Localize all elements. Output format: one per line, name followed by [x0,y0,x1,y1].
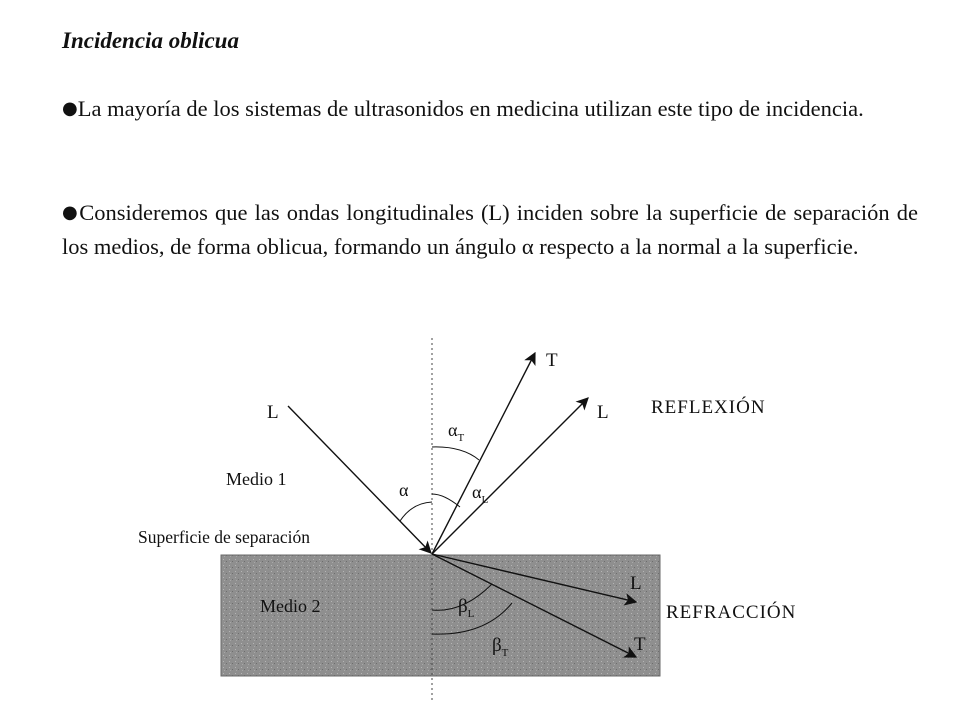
interface-label: Superficie de separación [138,527,310,547]
beta-l-arc [431,583,493,611]
alpha-l-label: αL [472,482,488,506]
reflected-longitudinal-label: L [597,402,609,423]
incident-wave-label: L [267,402,279,423]
reflected-transverse-label: T [546,350,558,371]
beta-t-label: βT [492,635,509,659]
medium-2-region [220,554,661,677]
paragraph-2: ●Consideremos que las ondas longitudinal… [62,196,918,264]
beta-t-arc [431,602,513,635]
alpha-arc [399,501,433,522]
refraction-label: REFRACCIÓN [666,601,796,623]
alpha-label: α [399,480,409,500]
refracted-transverse-label: T [634,634,646,655]
page-title: Incidencia oblicua [62,28,239,53]
incident-wave-ray [287,405,432,554]
paragraph-1-text: La mayoría de los sistemas de ultrasonid… [77,96,864,121]
reflected-transverse-ray [431,351,536,555]
refracted-longitudinal-label: L [630,573,642,594]
medium-2-label: Medio 2 [260,596,321,616]
beta-l-label: βL [458,596,475,620]
bullet-icon: ● [62,98,78,119]
reflected-longitudinal-ray [431,397,589,555]
alpha-t-arc [431,446,480,461]
refracted-transverse-ray [431,553,638,658]
paragraph-2-text: Consideremos que las ondas longitudinale… [62,200,918,259]
refracted-longitudinal-ray [431,553,638,606]
alpha-l-arc [431,493,461,508]
reflection-label: REFLEXIÓN [651,396,766,418]
bullet-icon: ● [62,202,80,223]
alpha-t-label: αT [448,420,464,444]
paragraph-1: ●La mayoría de los sistemas de ultrasoni… [62,92,918,126]
medium-1-label: Medio 1 [226,469,287,489]
